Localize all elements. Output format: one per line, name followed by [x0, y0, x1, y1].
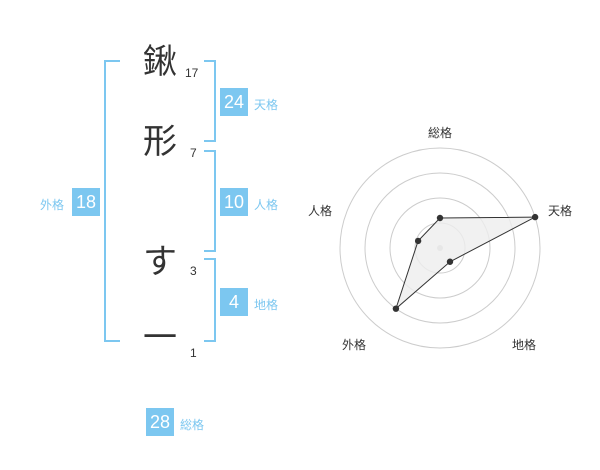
gaikaku-label: 外格	[40, 198, 65, 212]
name-char-1: 鍬	[143, 42, 177, 82]
jinkaku-label: 人格	[254, 198, 279, 212]
tenkaku-value: 24	[220, 88, 248, 116]
radar-label-jinkaku: 人格	[308, 204, 333, 218]
soukaku-label: 総格	[180, 418, 205, 432]
radar-point-3	[392, 305, 400, 312]
jinkaku-value: 10	[220, 188, 248, 216]
jinkaku-bracket	[204, 150, 216, 252]
gaikaku-value: 18	[72, 188, 100, 216]
radar-polygon	[394, 216, 536, 311]
radar-label-chikaku: 地格	[512, 338, 537, 352]
radar-label-gaikaku: 外格	[342, 338, 367, 352]
stroke-count-3: 3	[190, 264, 197, 278]
radar-label-tenkaku: 天格	[548, 204, 573, 218]
stroke-count-4: 1	[190, 346, 197, 360]
chikaku-value: 4	[220, 288, 248, 316]
chikaku-label: 地格	[254, 298, 279, 312]
radar-ring-4	[339, 147, 541, 349]
stroke-count-1: 17	[185, 66, 199, 80]
tenkaku-bracket	[204, 60, 216, 142]
radar-point-1	[531, 213, 539, 221]
radar-point-2	[446, 258, 454, 265]
radar-ring-2	[389, 197, 491, 299]
stroke-count-2: 7	[190, 146, 197, 160]
radar-point-0	[436, 214, 444, 222]
gaikaku-bracket	[104, 60, 120, 342]
chikaku-bracket	[204, 258, 216, 342]
radar-ring-3	[364, 172, 516, 324]
name-char-4: 一	[143, 318, 177, 358]
radar-label-soukaku: 総格	[428, 126, 453, 140]
name-char-2: 形	[143, 122, 177, 162]
radar-point-4	[414, 237, 422, 245]
soukaku-value: 28	[146, 408, 174, 436]
tenkaku-label: 天格	[254, 98, 279, 112]
name-char-3: す	[143, 242, 177, 282]
